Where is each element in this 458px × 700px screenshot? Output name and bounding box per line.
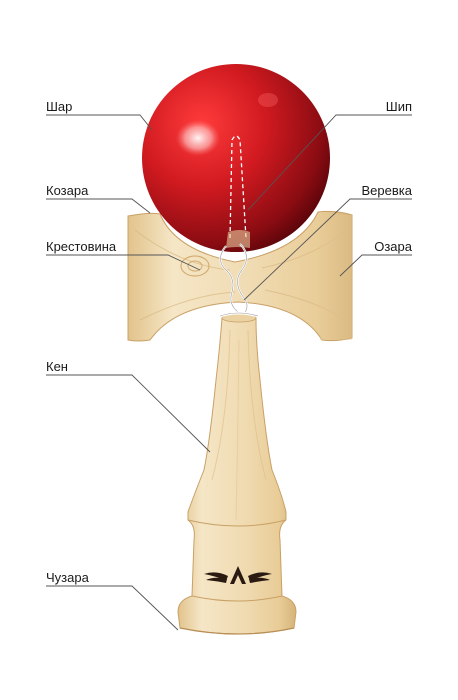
leader-chuzara (46, 585, 179, 631)
label-ken: Кен (46, 359, 68, 374)
crosspiece (127, 210, 353, 342)
leader-ship (247, 114, 412, 211)
label-ship: Шип (385, 99, 412, 114)
leader-verevka (243, 198, 412, 301)
leader-krestovina (46, 254, 201, 271)
leader-ken (46, 374, 211, 453)
leader-ozara (339, 254, 412, 277)
label-kozara: Козара (46, 183, 89, 198)
label-verevka: Веревка (361, 183, 412, 198)
label-chuzara: Чузара (46, 570, 89, 585)
label-shar: Шар (46, 99, 73, 114)
ball (142, 64, 330, 252)
label-krestovina: Крестовина (46, 239, 117, 254)
string (219, 243, 259, 318)
ken-handle (177, 313, 297, 635)
spike (226, 230, 250, 248)
label-ozara: Озара (374, 239, 412, 254)
leader-kozara (46, 198, 151, 214)
leader-shar (46, 114, 153, 131)
leader-lines (46, 114, 412, 631)
winged-a-logo-icon (204, 566, 272, 584)
